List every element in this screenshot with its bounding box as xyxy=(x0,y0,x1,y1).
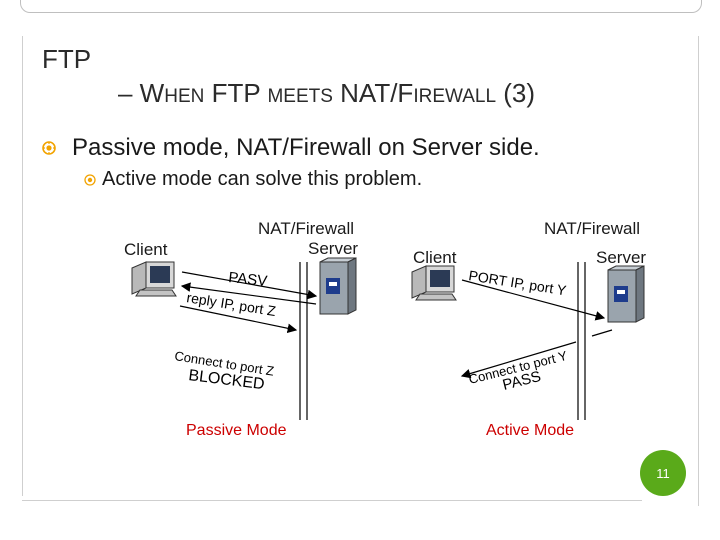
firewall-icon xyxy=(577,262,586,420)
page-number-badge: 11 xyxy=(640,450,686,496)
active-firewall-label: NAT/Firewall xyxy=(544,219,641,238)
bullet-text-1: Passive mode, NAT/Firewall on Server sid… xyxy=(72,134,540,161)
passive-server-label: Server xyxy=(308,239,359,258)
slide-frame-left xyxy=(22,36,23,496)
sun-bullet-icon xyxy=(42,141,56,155)
computer-icon xyxy=(131,261,177,297)
firewall-icon xyxy=(299,262,308,420)
bullet-item-1: Passive mode, NAT/Firewall on Server sid… xyxy=(42,134,540,162)
passive-mode-caption: Passive Mode xyxy=(186,422,287,439)
passive-client-label: Client xyxy=(124,240,168,259)
computer-icon xyxy=(411,265,457,301)
active-mode-caption: Active Mode xyxy=(486,422,575,439)
slide-subtitle: – WHEN FTP MEETS NAT/FIREWALL (3) xyxy=(118,78,536,108)
slide-frame-right xyxy=(698,36,699,506)
bullet-item-2: Active mode can solve this problem. xyxy=(84,168,422,191)
slide-frame-bottom xyxy=(22,500,642,501)
server-icon xyxy=(607,265,645,323)
pasv-message: PASV xyxy=(228,269,268,290)
port-command-message: PORT IP, port Y xyxy=(468,267,569,298)
active-client-label: Client xyxy=(413,248,457,267)
bullet-text-2: Active mode can solve this problem. xyxy=(102,168,423,190)
slide-title: FTP xyxy=(42,44,92,74)
active-server-label: Server xyxy=(596,248,647,267)
passive-firewall-label: NAT/Firewall xyxy=(258,219,355,238)
reply-message: reply IP, port Z xyxy=(186,289,278,319)
server-icon xyxy=(319,257,357,315)
sun-bullet-icon xyxy=(84,173,96,186)
